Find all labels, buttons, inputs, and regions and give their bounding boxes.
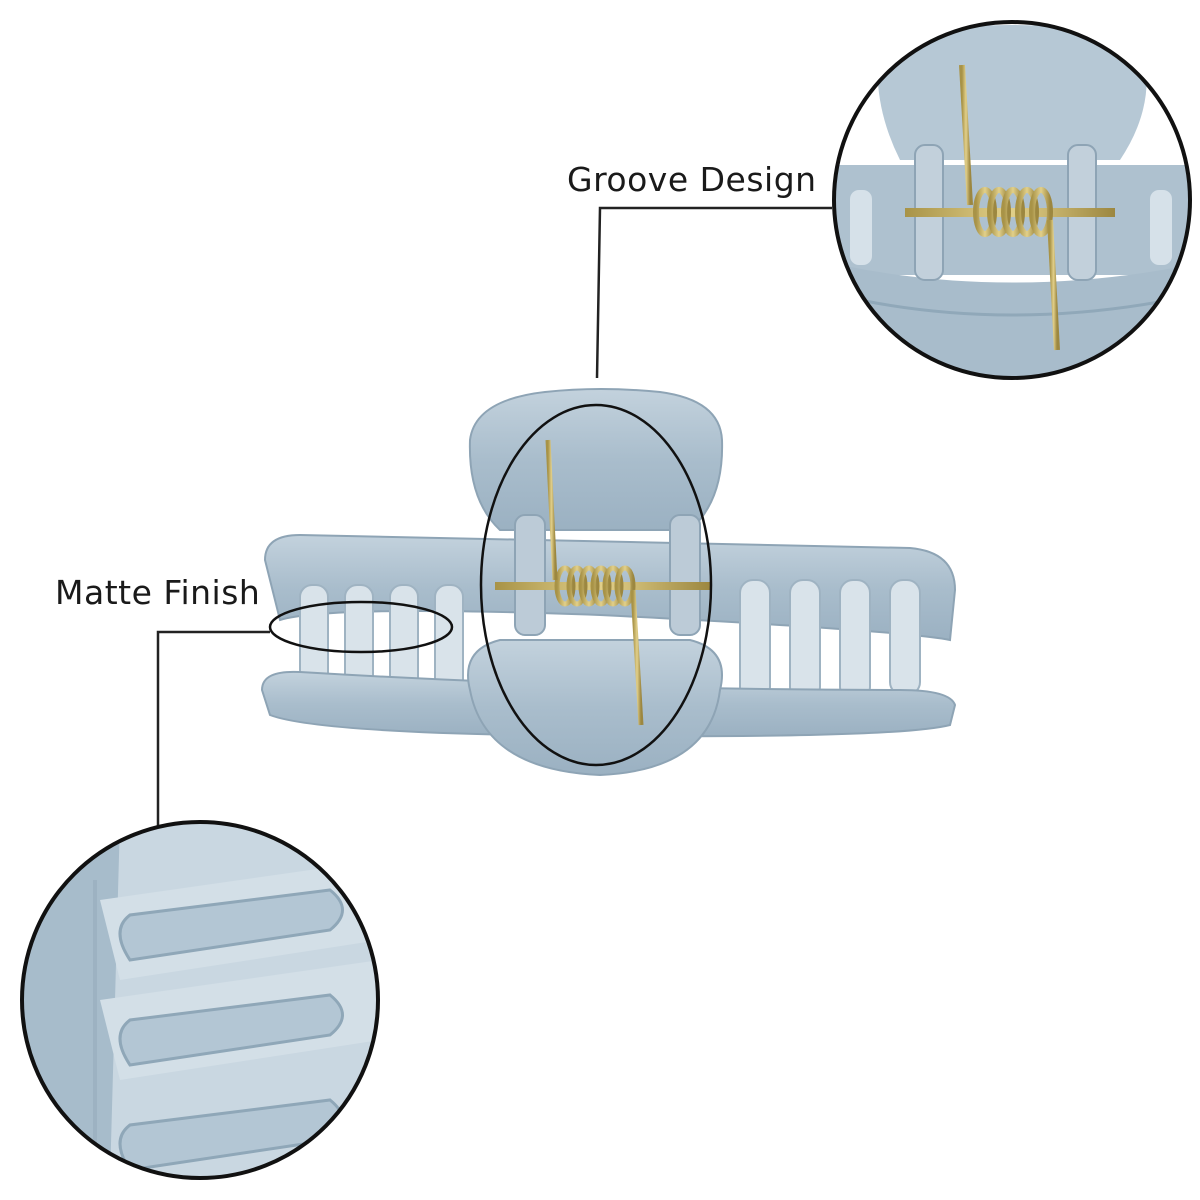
hinge-post-left	[514, 514, 546, 636]
groove-design-label: Groove Design	[567, 160, 817, 199]
matte-highlight-ellipse	[268, 600, 454, 654]
zoom-circle-hinge	[834, 22, 1190, 378]
spring-arm-up	[545, 439, 558, 581]
zoom-circle-hinge-border	[832, 20, 1192, 380]
clip-top-paddle	[468, 388, 724, 531]
hinge-post-right	[669, 514, 701, 636]
groove-highlight-ellipse	[479, 403, 713, 767]
spring-coil	[554, 565, 636, 607]
matte-finish-label: Matte Finish	[55, 573, 261, 612]
claw-clip-main	[260, 388, 957, 777]
zoom-circle-teeth	[22, 822, 378, 1178]
spring-arm-down	[630, 589, 644, 726]
zoom-circle-teeth-border	[20, 820, 380, 1180]
clip-bottom-paddle	[467, 639, 723, 777]
groove-leader-line	[595, 206, 832, 379]
matte-leader-line	[156, 630, 270, 826]
